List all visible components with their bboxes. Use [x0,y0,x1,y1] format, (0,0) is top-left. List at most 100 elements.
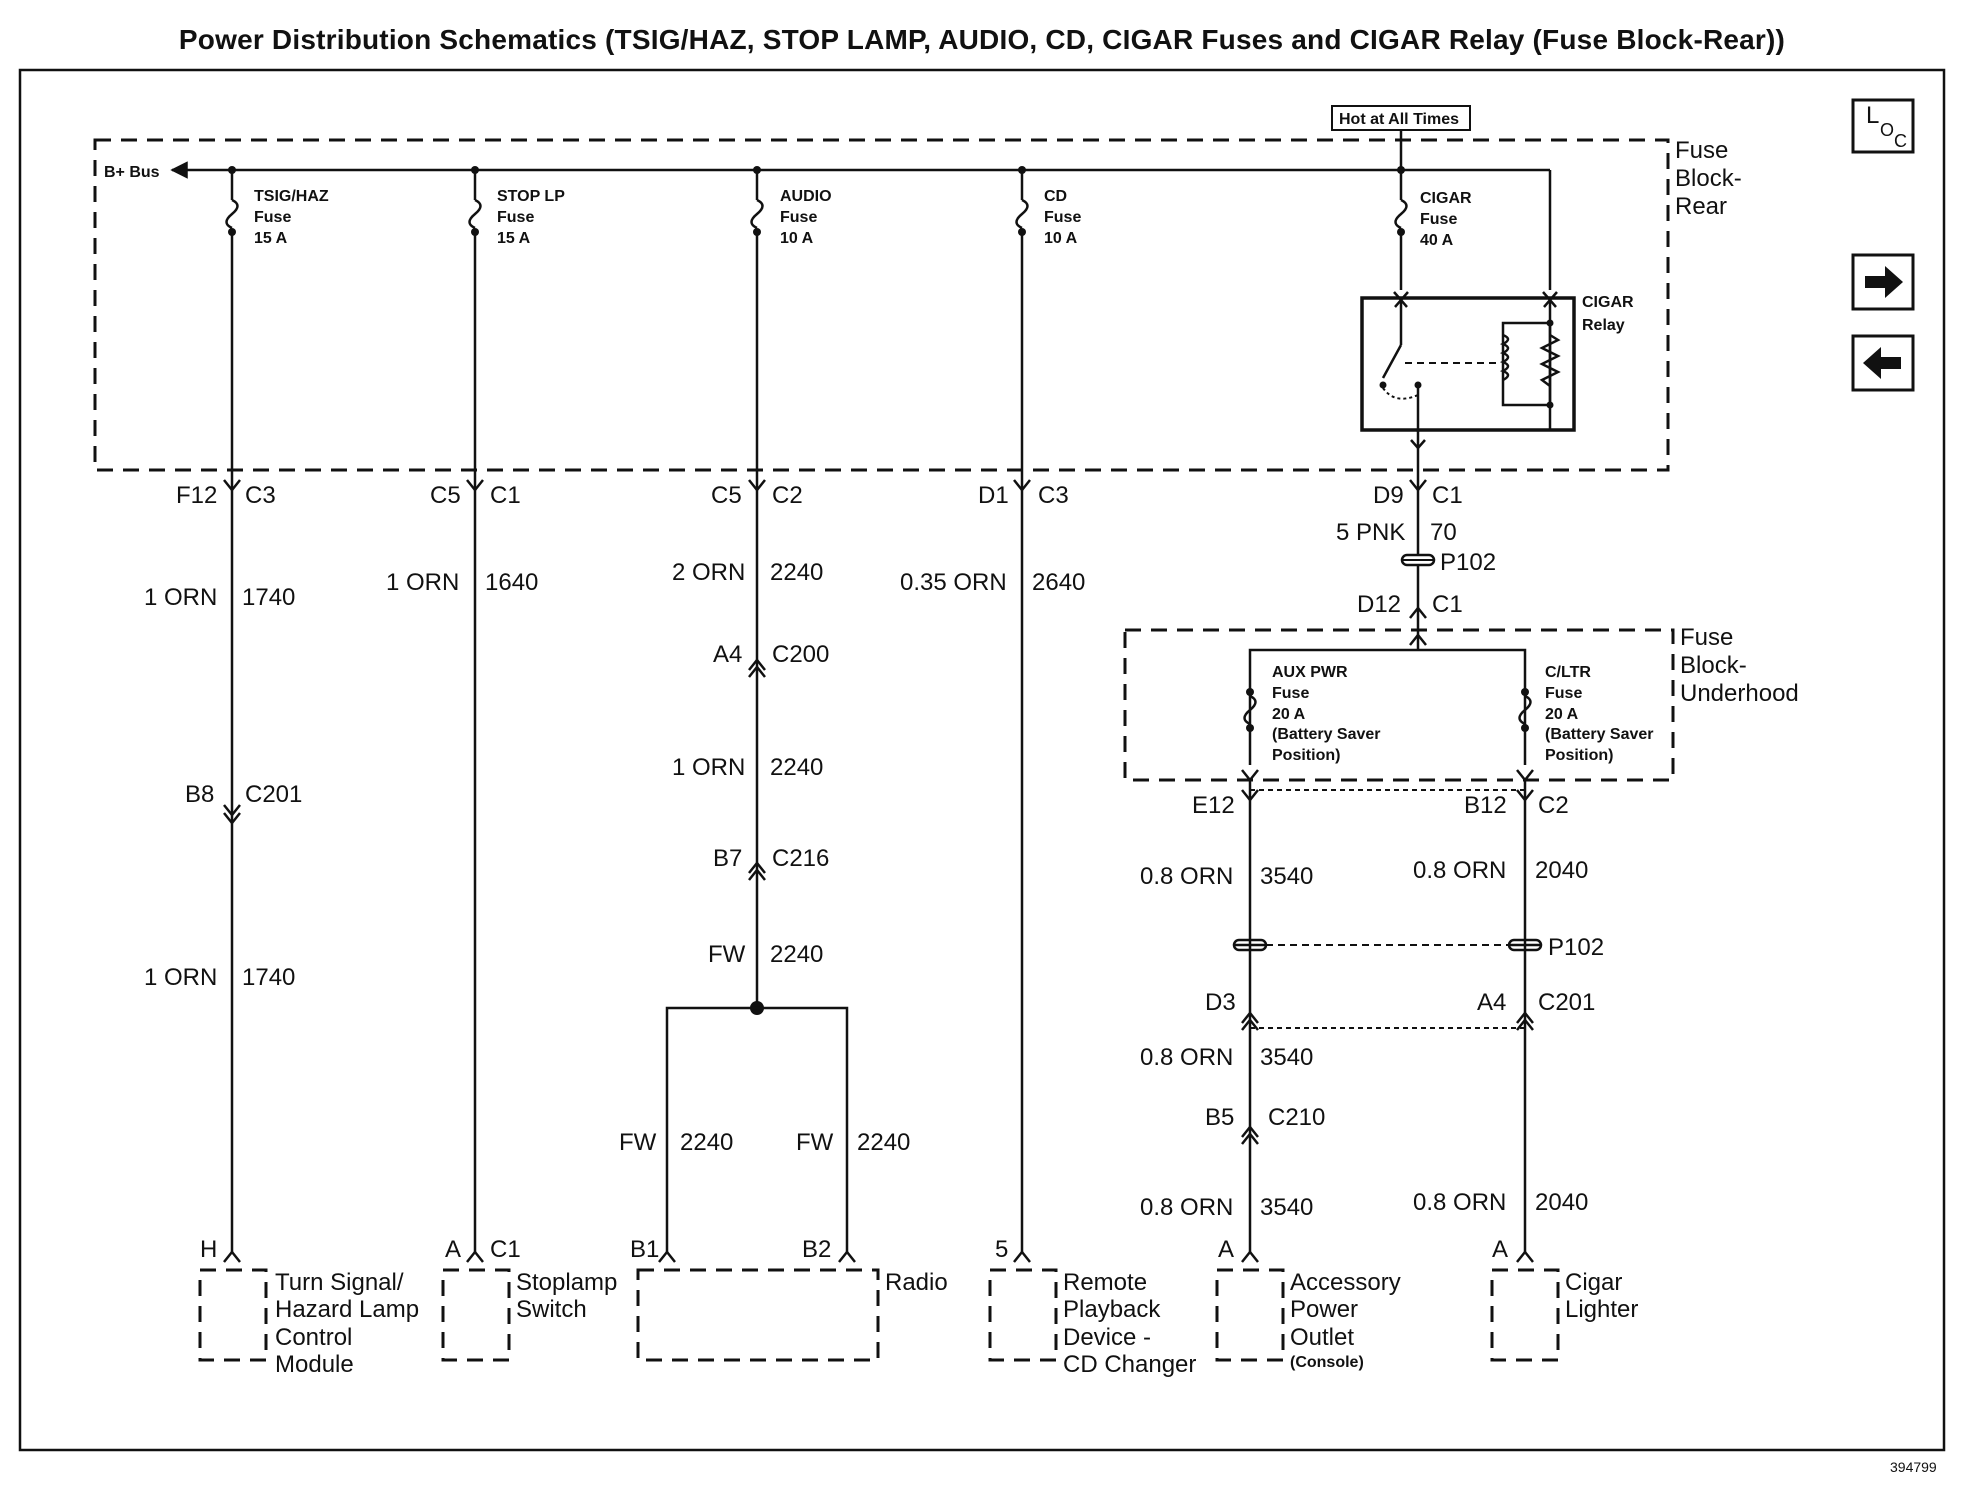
wire-2-num: 1640 [485,569,538,596]
conn-f12: F12 [176,482,217,509]
conn-p102b: P102 [1548,934,1604,961]
wire-3d-num: 2240 [680,1129,733,1156]
wire-1a-num: 1740 [242,584,295,611]
wire-1a-size: 1 ORN [144,584,217,611]
fuse-tsig-haz: TSIG/HAZ Fuse 15 A [225,166,329,463]
conn-d3: D3 [1205,989,1236,1016]
conn-h: H [200,1236,217,1263]
wire-3e-size: FW [796,1129,834,1156]
wire-3c-size: FW [708,941,746,968]
fuse-block-underhood-label-2: Block- [1680,652,1747,679]
conn-b2: B2 [802,1236,831,1263]
wire-4-size: 0.35 ORN [900,569,1007,596]
wire-3d-size: FW [619,1129,657,1156]
previous-page-button[interactable] [1851,334,1915,392]
conn-c201b: C201 [1538,989,1595,1016]
conn-b7: B7 [713,845,742,872]
wire-4-num: 2640 [1032,569,1085,596]
fuse-aux-pwr: AUX PWR Fuse 20 A (Battery Saver Positio… [1243,664,1381,764]
conn-c201a: C201 [245,781,302,808]
wire-7b-size: 0.8 ORN [1413,1189,1506,1216]
svg-text:Fuse: Fuse [1272,685,1309,702]
svg-text:Remote: Remote [1063,1269,1147,1296]
next-page-button[interactable] [1851,253,1915,311]
svg-text:20 A: 20 A [1272,706,1306,723]
fuse-block-rear-label-1: Fuse [1675,137,1728,164]
svg-text:Fuse: Fuse [1044,209,1081,226]
conn-c1c: C1 [1432,591,1463,618]
conn-a2: A [1218,1236,1234,1263]
conn-b1: B1 [630,1236,659,1263]
loc-letter-o: O [1880,120,1894,140]
wire-3a-size: 2 ORN [672,559,745,586]
fuse-audio: AUDIO Fuse 10 A [750,166,832,463]
wire-5-size: 5 PNK [1336,519,1405,546]
wire-3e-num: 2240 [857,1129,910,1156]
svg-text:STOP LP: STOP LP [497,188,565,205]
relay-label-2: Relay [1582,317,1625,334]
wire-3c-num: 2240 [770,941,823,968]
svg-text:Device -: Device - [1063,1324,1151,1351]
wire-6b-size: 0.8 ORN [1140,1044,1233,1071]
svg-text:15 A: 15 A [497,230,531,247]
bplus-bus-label: B+ Bus [104,164,160,181]
svg-text:Fuse: Fuse [497,209,534,226]
svg-text:Stoplamp: Stoplamp [516,1269,617,1296]
radio-box [636,1268,880,1362]
fuse-block-rear-label-3: Rear [1675,193,1727,220]
conn-a4b: A4 [1477,989,1506,1016]
svg-text:Accessory: Accessory [1290,1269,1401,1296]
conn-c5a: C5 [430,482,461,509]
svg-text:C/LTR: C/LTR [1545,664,1591,681]
svg-text:40 A: 40 A [1420,232,1454,249]
loc-letter-c: C [1894,131,1907,151]
hot-label: Hot at All Times [1339,111,1459,128]
svg-text:CIGAR: CIGAR [1420,190,1472,207]
wire-2-size: 1 ORN [386,569,459,596]
svg-text:Radio: Radio [885,1269,948,1296]
relay-label-1: CIGAR [1582,294,1634,311]
wire-1b-size: 1 ORN [144,964,217,991]
svg-text:Fuse: Fuse [780,209,817,226]
page-title: Power Distribution Schematics (TSIG/HAZ,… [178,24,1786,55]
svg-text:Switch: Switch [516,1296,587,1323]
wire-6a-num: 3540 [1260,863,1313,890]
wire-6b-num: 3540 [1260,1044,1313,1071]
conn-c1b: C1 [1432,482,1463,509]
svg-text:Turn Signal/: Turn Signal/ [275,1269,404,1296]
svg-text:20 A: 20 A [1545,706,1579,723]
wire-3b-num: 2240 [770,754,823,781]
turn-signal-module-label: Turn Signal/ Hazard Lamp Control Module [275,1269,419,1378]
conn-a1: A [445,1236,461,1263]
fuse-block-underhood-label-1: Fuse [1680,624,1733,651]
svg-text:Playback: Playback [1063,1296,1161,1323]
wire-7b-num: 2040 [1535,1189,1588,1216]
conn-d9: D9 [1373,482,1404,509]
svg-text:Fuse: Fuse [1420,211,1457,228]
conn-c1a: C1 [490,482,521,509]
stoplamp-box [441,1268,511,1362]
svg-text:AUDIO: AUDIO [780,188,832,205]
remote-playback-label: Remote Playback Device - CD Changer [1063,1269,1196,1378]
location-button[interactable]: L O C [1851,98,1915,154]
svg-text:AUX PWR: AUX PWR [1272,664,1348,681]
svg-text:Fuse: Fuse [1545,685,1582,702]
svg-text:Power: Power [1290,1296,1358,1323]
outer-frame [18,68,1946,1452]
fuse-block-rear-label-2: Block- [1675,165,1742,192]
svg-text:10 A: 10 A [780,230,814,247]
wire-7a-num: 2040 [1535,857,1588,884]
fuse-cigar: CIGAR Fuse 40 A [1393,166,1472,302]
svg-text:Outlet: Outlet [1290,1324,1354,1351]
conn-c5b: C5 [711,482,742,509]
wire-6a-size: 0.8 ORN [1140,863,1233,890]
stoplamp-switch-label: Stoplamp Switch [516,1269,617,1323]
wire-3a-num: 2240 [770,559,823,586]
svg-text:Cigar: Cigar [1565,1269,1622,1296]
fuse-block-underhood-box [1123,628,1675,782]
cigar-lighter-box [1490,1268,1560,1362]
accessory-box [1215,1268,1285,1362]
wire-6c-num: 3540 [1260,1194,1313,1221]
fuse-block-underhood-label-3: Underhood [1680,680,1799,707]
